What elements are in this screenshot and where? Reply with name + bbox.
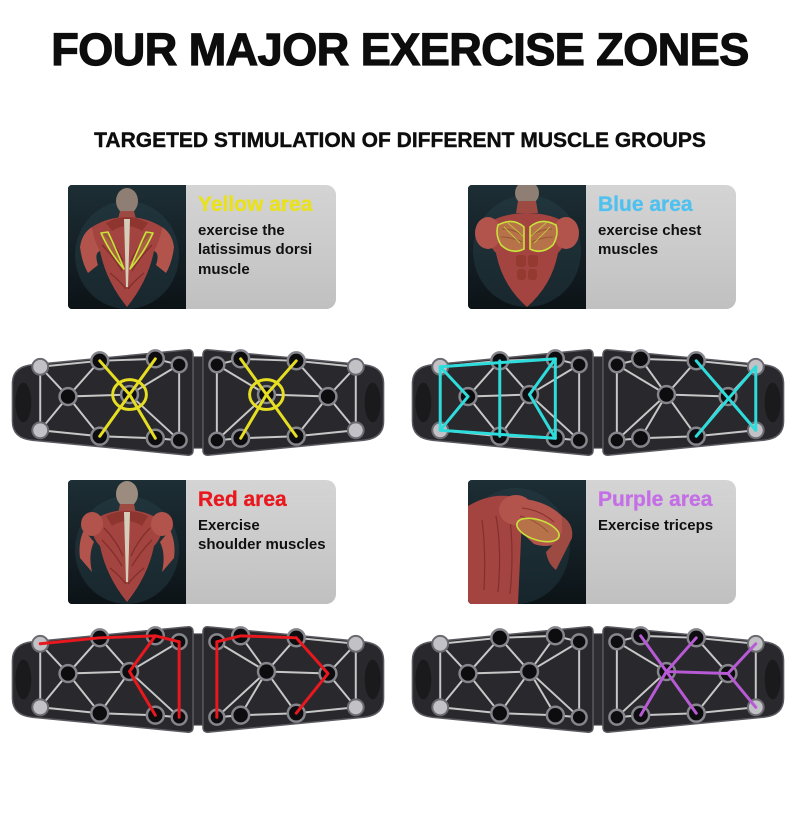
zone-card-blue: Blue area exercise chest muscles [468, 185, 736, 310]
zone-infobox-blue: Blue area exercise chest muscles [586, 185, 736, 310]
pushup-board-red-zone [4, 614, 392, 743]
muscle-image-back-shoulders-icon [68, 480, 186, 605]
boards-row-1 [0, 337, 800, 466]
muscle-image-arm-triceps-icon [468, 480, 586, 605]
zone-area-label: Blue area [598, 193, 693, 217]
muscle-image-chest-icon [468, 185, 586, 310]
pushup-board-blue-zone [404, 337, 792, 466]
zone-card-red: Red area Exercise shoulder muscles [68, 480, 336, 605]
zone-card-purple: Purple area Exercise triceps [468, 480, 736, 605]
zone-area-label: Yellow area [198, 193, 313, 217]
zone-cards-row-2: Red area Exercise shoulder muscles [0, 480, 800, 605]
page-subtitle: TARGETED STIMULATION OF DIFFERENT MUSCLE… [94, 129, 706, 153]
zone-description: exercise the latissimus dorsi muscle [198, 221, 313, 278]
zone-cards-row-1: Yellow area exercise the latissimus dors… [0, 185, 800, 310]
boards-row-2 [0, 614, 800, 743]
zone-area-label: Purple area [598, 488, 713, 512]
zone-description: Exercise triceps [598, 516, 714, 534]
zone-infobox-yellow: Yellow area exercise the latissimus dors… [186, 185, 336, 310]
page-title: FOUR MAJOR EXERCISE ZONES [51, 23, 750, 75]
pushup-board-purple-zone [404, 614, 792, 743]
zone-infobox-red: Red area Exercise shoulder muscles [186, 480, 336, 605]
zone-description: Exercise shoulder muscles [198, 516, 326, 554]
zone-area-label: Red area [198, 488, 287, 512]
pushup-board-yellow-zone [4, 337, 392, 466]
zone-infobox-purple: Purple area Exercise triceps [586, 480, 736, 605]
zone-card-yellow: Yellow area exercise the latissimus dors… [68, 185, 336, 310]
muscle-image-back-lats-icon [68, 185, 186, 310]
zone-description: exercise chest muscles [598, 221, 702, 259]
